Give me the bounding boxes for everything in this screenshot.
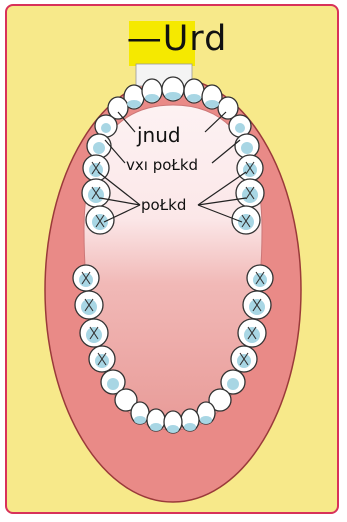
label-premolars: vxı poŁkd: [126, 156, 198, 174]
label-molars: poŁkd: [141, 196, 186, 214]
label-incisors: jnud: [137, 123, 181, 147]
